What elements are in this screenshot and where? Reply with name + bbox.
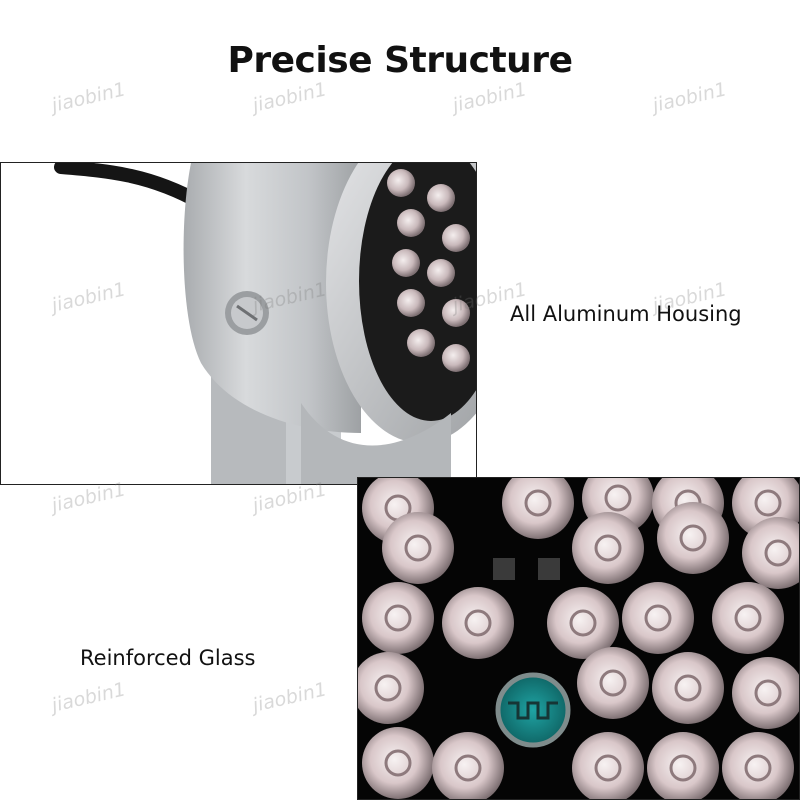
housing-illustration xyxy=(54,163,476,484)
led-lens xyxy=(734,604,762,632)
led-lens xyxy=(644,604,672,632)
led-lens xyxy=(524,489,552,517)
led-lens xyxy=(669,754,697,782)
led-lens xyxy=(594,534,622,562)
led-bulb xyxy=(432,732,504,799)
led-bulb xyxy=(572,512,644,584)
watermark: jiaobin1 xyxy=(49,678,128,717)
page-title: Precise Structure xyxy=(227,40,573,81)
glass-caption: Reinforced Glass xyxy=(80,646,256,670)
led-lens xyxy=(594,754,622,782)
led-lens xyxy=(604,484,632,512)
led-bulb xyxy=(652,652,724,724)
led-array-illustration xyxy=(358,478,799,799)
led-bulb xyxy=(577,647,649,719)
led-bulb xyxy=(362,727,434,799)
led-bulb xyxy=(502,478,574,539)
led-lens xyxy=(454,754,482,782)
led-bulb xyxy=(657,502,729,574)
led-lens xyxy=(374,674,402,702)
led-lens xyxy=(404,534,432,562)
led-lens xyxy=(674,674,702,702)
watermark: jiaobin1 xyxy=(250,678,329,717)
led-bulb xyxy=(362,582,434,654)
led-bulb xyxy=(358,652,424,724)
housing-caption: All Aluminum Housing xyxy=(510,302,742,326)
led-lens xyxy=(599,669,627,697)
led-bulb xyxy=(732,657,799,729)
led-bulb xyxy=(712,582,784,654)
watermark: jiaobin1 xyxy=(650,78,729,117)
housing-photo xyxy=(0,162,477,485)
watermark: jiaobin1 xyxy=(250,78,329,117)
led-lens xyxy=(384,604,412,632)
led-array-photo xyxy=(357,477,800,800)
led-lens xyxy=(384,749,412,777)
led-lens xyxy=(744,754,772,782)
watermark: jiaobin1 xyxy=(49,78,128,117)
led-lens xyxy=(569,609,597,637)
led-bulb xyxy=(647,732,719,799)
led-bulb xyxy=(442,587,514,659)
led-lens xyxy=(464,609,492,637)
led-lens xyxy=(754,679,782,707)
led-bulb xyxy=(722,732,794,799)
led-bulb xyxy=(382,512,454,584)
watermark: jiaobin1 xyxy=(450,78,529,117)
led-bulb xyxy=(547,587,619,659)
led-lens xyxy=(754,489,782,517)
led-bulb xyxy=(622,582,694,654)
led-bulb xyxy=(742,517,799,589)
led-lens xyxy=(764,539,792,567)
led-lens xyxy=(679,524,707,552)
led-bulb xyxy=(572,732,644,799)
